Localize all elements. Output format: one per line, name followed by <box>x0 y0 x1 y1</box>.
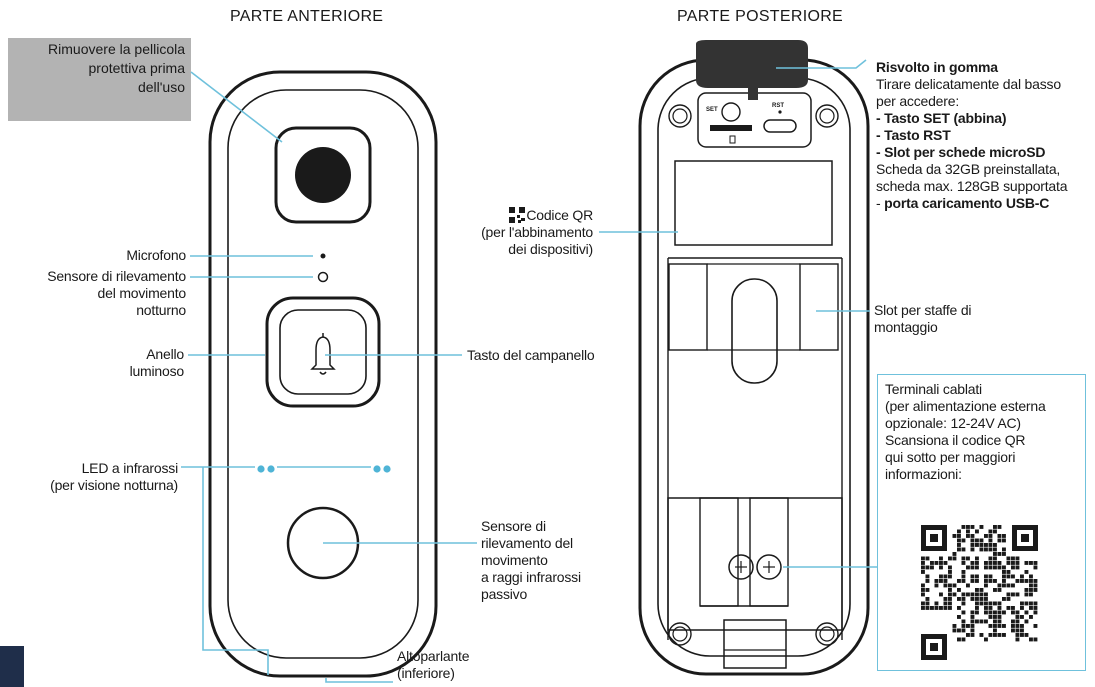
bell-button <box>279 309 367 395</box>
label-line: Tirare delicatamente dal basso <box>876 76 1061 92</box>
usb-label: - porta caricamento USB-C <box>876 195 1091 212</box>
label-line: Scheda da 32GB preinstallata, <box>876 161 1061 177</box>
qr-code-icon <box>509 207 525 223</box>
label-line: Scansiona il codice QR <box>885 432 1026 448</box>
microphone-dot <box>320 253 326 259</box>
label-bell-button: Tasto del campanello <box>467 347 595 363</box>
label-line: per accedere: <box>876 93 960 109</box>
label-line: Anello <box>146 346 184 362</box>
back-title: PARTE POSTERIORE <box>677 8 844 25</box>
label-terminals: Terminali cablati (per alimentazione est… <box>885 381 1085 483</box>
bottom-tab <box>723 619 787 669</box>
usb-prefix: - <box>876 195 885 211</box>
label-line: luminoso <box>129 363 185 379</box>
sd-slot-label: - Slot per schede microSD <box>876 144 1046 160</box>
page-tab <box>0 646 24 687</box>
label-line: (per alimentazione esterna <box>885 398 1046 414</box>
terminal-screw <box>728 554 754 580</box>
qr-label-area <box>674 160 833 246</box>
label-line: (inferiore) <box>397 665 455 681</box>
label-line: Altoparlante <box>397 648 470 664</box>
label-light-ring: Anello luminoso <box>80 346 185 380</box>
terminals-box: Terminali cablati (per alimentazione est… <box>877 374 1086 671</box>
front-title: PARTE ANTERIORE <box>230 8 384 25</box>
port-panel <box>697 92 812 148</box>
label-line: Slot per staffe di <box>874 302 972 318</box>
center-slot <box>731 278 778 384</box>
rst-label: RST <box>772 103 784 109</box>
set-button-label: - Tasto SET (abbina) <box>876 110 1007 126</box>
label-rubber-flap: Risvolto in gomma Tirare delicatamente d… <box>876 59 1091 212</box>
qr-code-large <box>921 525 1038 660</box>
rubber-flap-title: Risvolto in gomma <box>876 59 998 75</box>
back-housing <box>638 58 870 676</box>
warning-line: Rimuovere la pellicola <box>48 41 185 57</box>
warning-line: dell'uso <box>137 79 185 95</box>
usb-c-port <box>763 119 797 133</box>
label-line: LED a infrarossi <box>81 460 179 476</box>
rst-button-label: - Tasto RST <box>876 127 951 143</box>
label-qr-code: Codice QR (per l'abbinamento dei disposi… <box>440 207 593 258</box>
label-line: informazioni: <box>885 466 962 482</box>
camera-housing <box>274 126 372 224</box>
front-housing <box>208 70 438 678</box>
label-line: (per l'abbinamento <box>481 224 593 240</box>
label-line: del movimento <box>97 285 187 301</box>
set-label: SET <box>706 107 718 113</box>
label-line: Codice QR <box>526 207 593 223</box>
label-pir-sensor: Sensore di rilevamento del movimento a r… <box>481 518 581 603</box>
label-line: Sensore di rilevamento <box>47 268 186 284</box>
label-line: passivo <box>481 586 528 602</box>
label-speaker: Altoparlante (inferiore) <box>397 648 470 682</box>
bell-icon <box>310 333 336 375</box>
back-inner <box>657 77 851 657</box>
label-line: rilevamento del <box>481 535 573 551</box>
label-line: dei dispositivi) <box>508 241 593 257</box>
ir-led <box>373 465 381 473</box>
label-line: Terminali cablati <box>885 381 982 397</box>
label-line: notturno <box>136 302 186 318</box>
bell-ring <box>265 296 381 408</box>
ir-led <box>383 465 391 473</box>
label-line: opzionale: 12-24V AC) <box>885 415 1021 431</box>
set-button <box>721 102 741 122</box>
leader-lines <box>181 59 877 683</box>
front-face <box>227 89 419 659</box>
label-night-sensor: Sensore di rilevamento del movimento not… <box>2 268 186 319</box>
label-line: qui sotto per maggiori <box>885 449 1016 465</box>
label-bracket-slot: Slot per staffe di montaggio <box>874 302 972 336</box>
usb-text: porta caricamento USB-C <box>884 195 1050 211</box>
microsd-slot <box>710 125 752 131</box>
warning-line: protettiva prima <box>88 60 185 76</box>
terminal-screw <box>756 554 782 580</box>
label-line: (per visione notturna) <box>50 477 178 493</box>
label-line: Sensore di <box>481 518 546 534</box>
label-microphone: Microfono <box>126 247 186 263</box>
qr-code-modules <box>921 525 1038 642</box>
bracket-slot-left <box>668 263 708 351</box>
camera-lens <box>295 147 351 203</box>
label-line: a raggi infrarossi <box>481 569 581 585</box>
terminal-block <box>667 497 843 631</box>
ir-led <box>257 465 265 473</box>
label-line: montaggio <box>874 319 938 335</box>
rubber-flap <box>696 40 808 100</box>
night-sensor-dot <box>317 271 329 283</box>
label-line: movimento <box>481 552 548 568</box>
label-ir-led: LED a infrarossi (per visione notturna) <box>2 460 178 494</box>
label-line: scheda max. 128GB supportata <box>876 178 1068 194</box>
warning-box: Rimuovere la pellicola protettiva prima … <box>8 38 191 121</box>
bracket-slot-right <box>799 263 839 351</box>
ir-led <box>267 465 275 473</box>
